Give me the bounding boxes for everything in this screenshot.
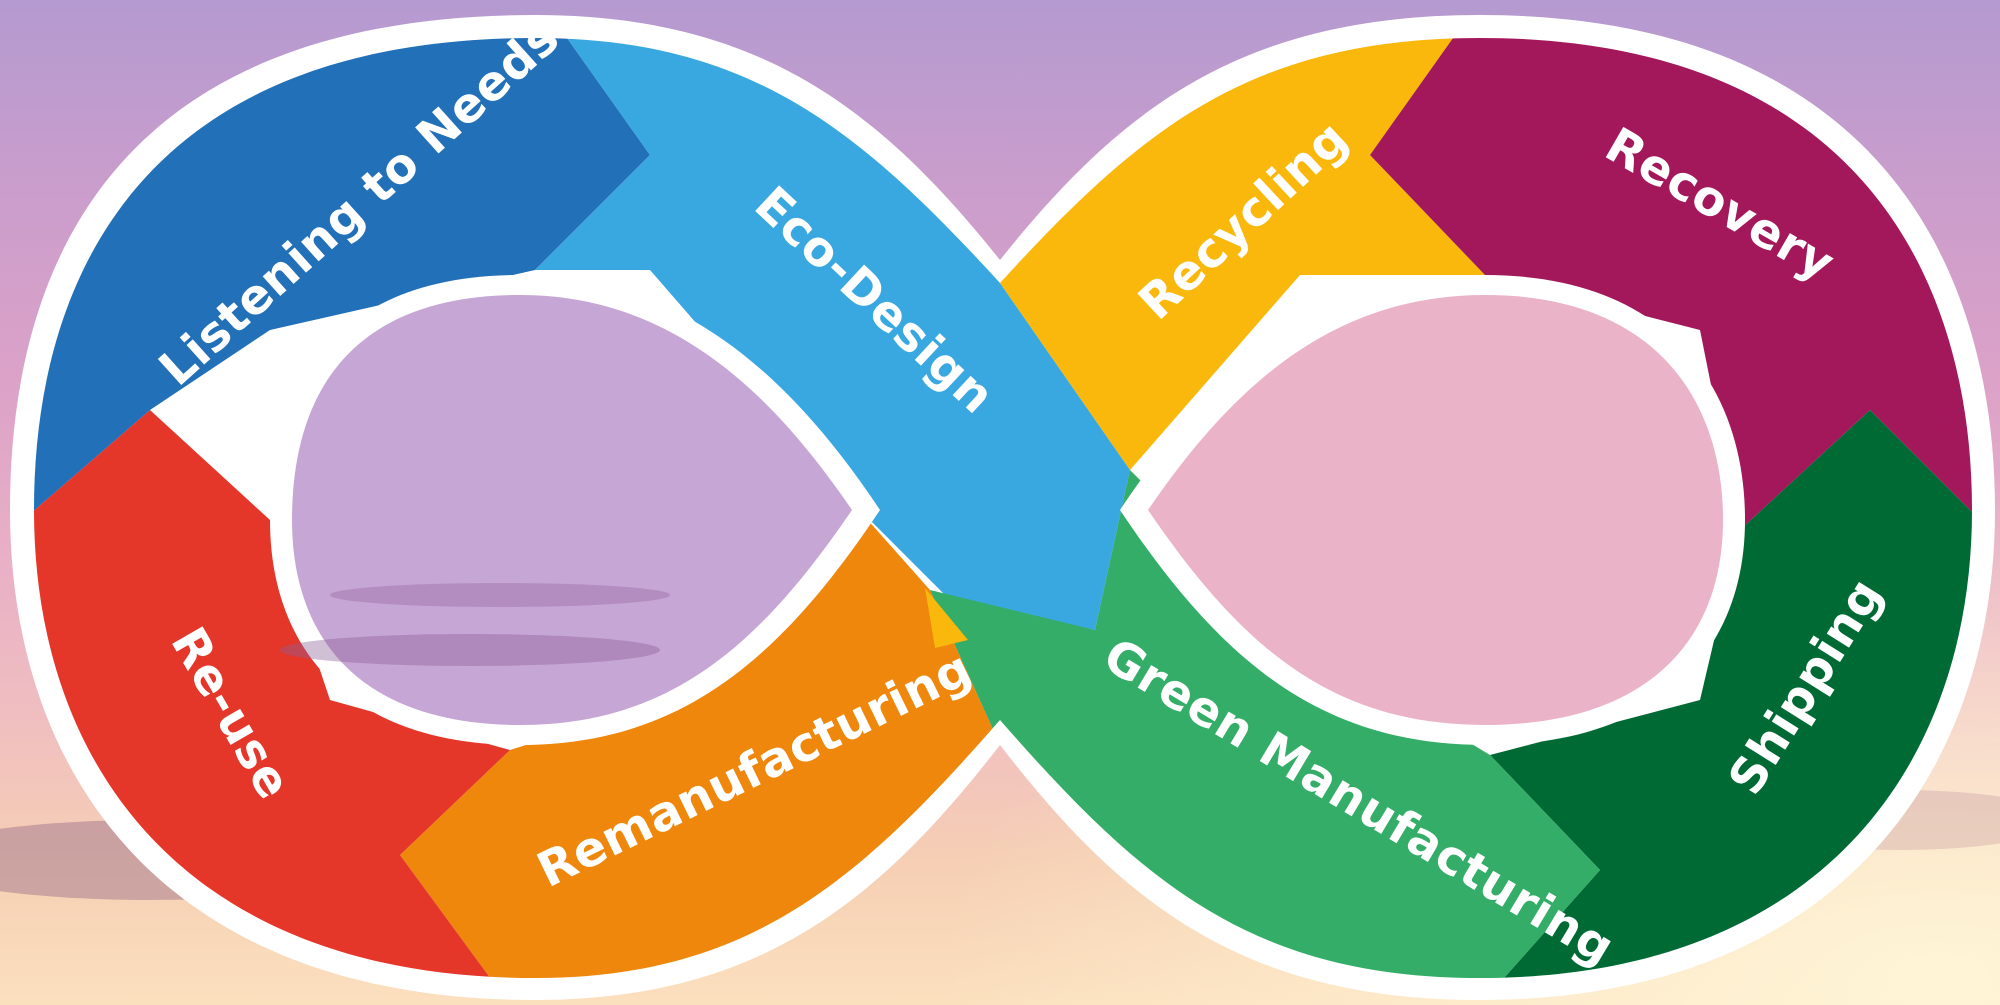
left-loop-hole (292, 295, 852, 725)
hole-cloud (330, 583, 670, 607)
small-yellow-wedge (925, 588, 968, 648)
hole-cloud (280, 634, 660, 666)
right-loop-hole (1148, 295, 1723, 725)
